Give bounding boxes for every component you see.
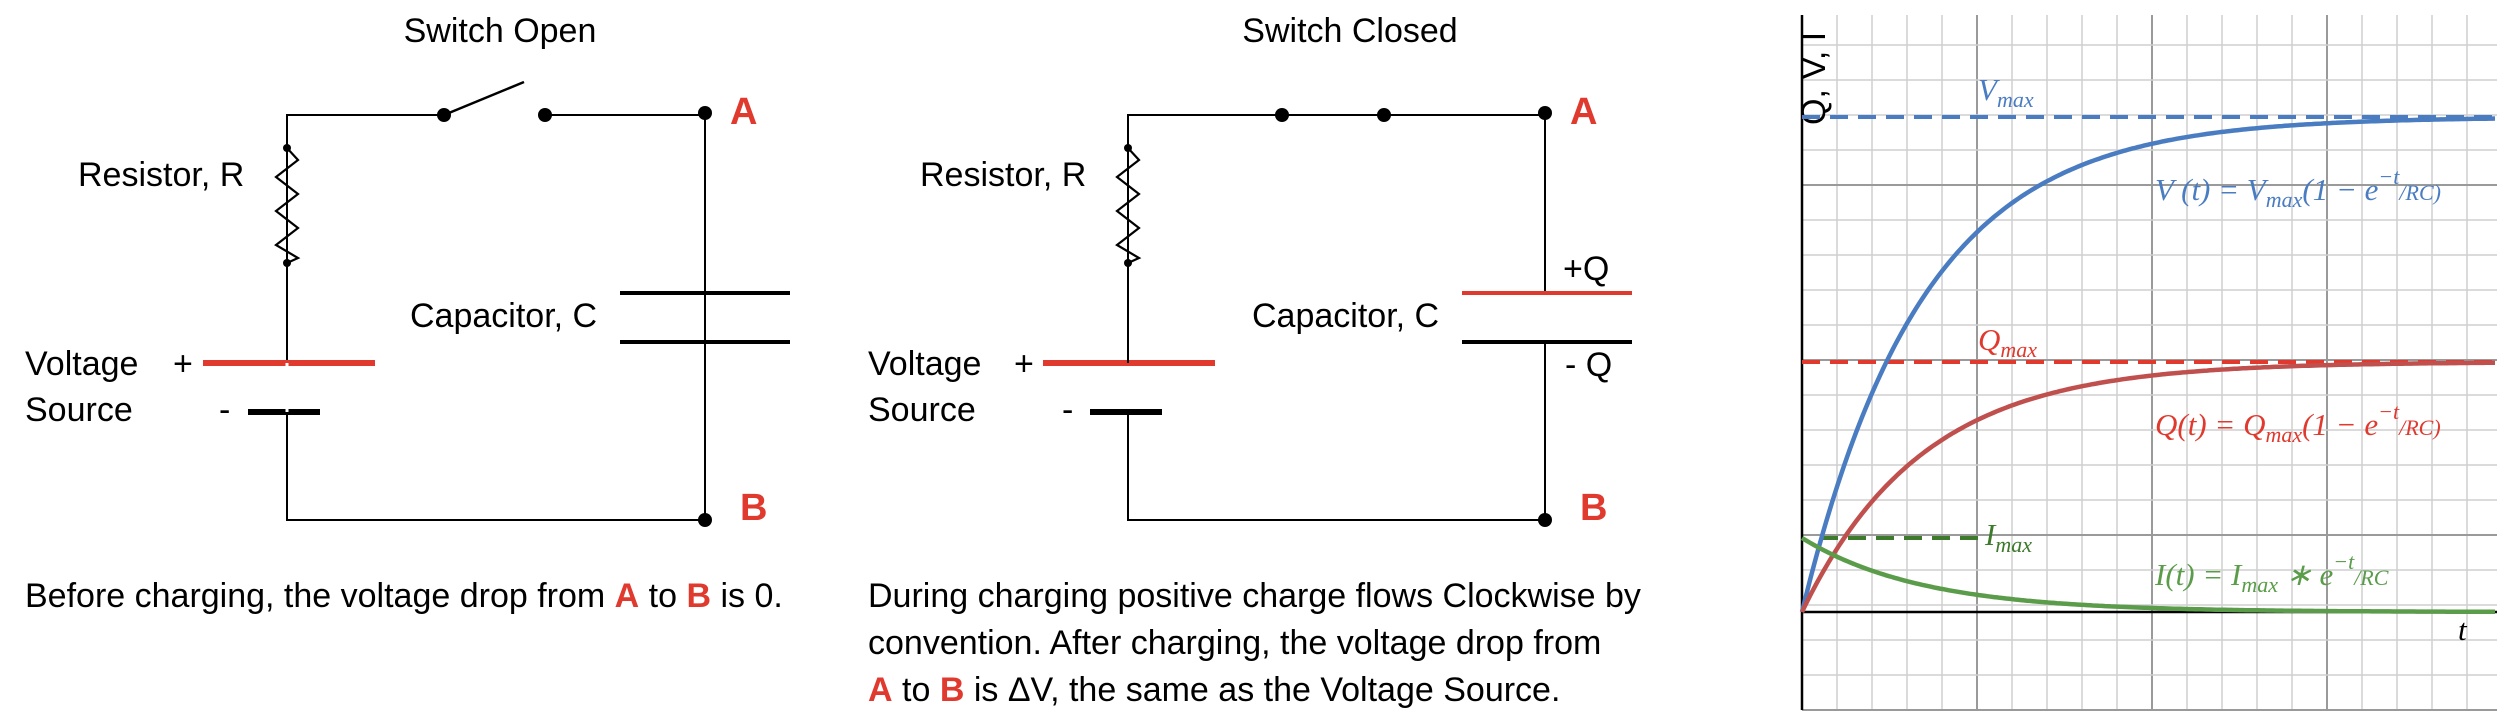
resistor-label-closed: Resistor, R	[920, 156, 1086, 194]
minus-q-label: - Q	[1565, 346, 1612, 384]
x-axis-label: t	[2458, 612, 2468, 647]
circuit-switch-open: Switch Open Resistor, R Capacitor, C Vol…	[25, 12, 790, 529]
node-b-dot-closed	[1538, 513, 1552, 527]
equation-i: I(t) = Imax ∗ e−t/RC	[2154, 549, 2389, 597]
battery-minus-closed: -	[1062, 391, 1073, 429]
node-a-label-closed: A	[1570, 91, 1597, 133]
switch-contact-right-closed	[1377, 108, 1391, 122]
caption-switch-open: Before charging, the voltage drop from A…	[25, 577, 783, 615]
switch-contact-right	[538, 108, 552, 122]
battery-plus-closed: +	[1014, 345, 1034, 383]
resistor-end-dot-top-closed	[1124, 144, 1132, 152]
i-curve	[1800, 536, 2495, 615]
circuit-switch-closed: Switch Closed Resistor, R Capacitor, C V…	[868, 12, 1632, 529]
switch-blade	[443, 80, 525, 117]
imax-label: Imax	[1984, 517, 2032, 557]
equation-v: V (t) = Vmax(1 − e−t/RC)	[2155, 164, 2441, 212]
resistor-zigzag	[274, 147, 301, 265]
capacitor-label-closed: Capacitor, C	[1252, 297, 1439, 335]
panel-title-open: Switch Open	[404, 12, 597, 50]
source-label-2-open: Source	[25, 391, 133, 429]
capacitor-label-open: Capacitor, C	[410, 297, 597, 335]
plus-q-label: +Q	[1563, 250, 1609, 288]
y-axis-label: Q, V, I	[1795, 32, 1833, 125]
node-b-label-open: B	[740, 487, 767, 529]
panel-title-closed: Switch Closed	[1242, 12, 1457, 50]
wire-bottom-closed	[1127, 342, 1546, 521]
node-a-label-open: A	[730, 91, 757, 133]
v-curve	[1799, 116, 2496, 613]
battery-minus-open: -	[219, 391, 230, 429]
resistor-end-dot-bottom	[283, 259, 291, 267]
resistor-label-open: Resistor, R	[78, 156, 244, 194]
vmax-label: Vmax	[1978, 72, 2034, 112]
source-label-1-closed: Voltage	[868, 345, 981, 383]
equation-q: Q(t) = Qmax(1 − e−t/RC)	[2155, 399, 2441, 447]
battery-plus-open: +	[173, 345, 193, 383]
node-b-label-closed: B	[1580, 487, 1607, 529]
q-curve	[1799, 360, 2495, 613]
wire-top-closed	[1127, 114, 1545, 262]
qmax-label: Qmax	[1978, 322, 2037, 362]
node-a-dot-closed	[1538, 106, 1552, 120]
switch-contact-left-closed	[1275, 108, 1289, 122]
caption-switch-closed: During charging positive charge flows Cl…	[868, 577, 1641, 709]
resistor-zigzag-closed	[1115, 147, 1142, 265]
charging-graph: Q, V, I t Vmax Qmax Imax V (t) = Vmax(1 …	[1795, 15, 2497, 711]
wire-left-top	[286, 114, 440, 262]
switch-contact-left	[437, 108, 451, 122]
resistor-end-dot-top	[283, 144, 291, 152]
source-label-2-closed: Source	[868, 391, 976, 429]
source-label-1-open: Voltage	[25, 345, 138, 383]
